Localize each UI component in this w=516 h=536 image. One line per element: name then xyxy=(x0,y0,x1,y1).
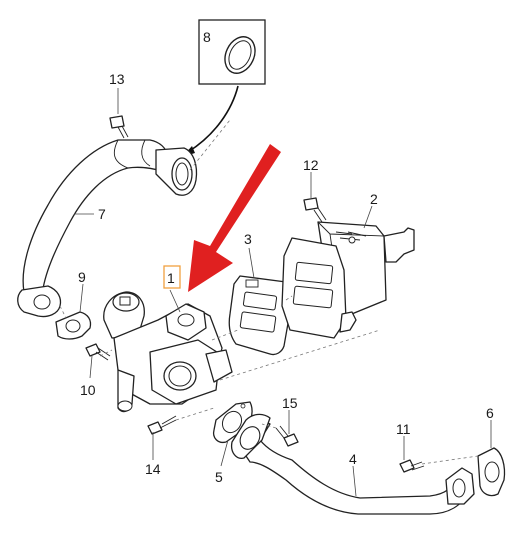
callout-10: 10 xyxy=(80,382,96,398)
callout-13: 13 xyxy=(109,71,125,87)
part-7-upper-pipe xyxy=(17,139,198,318)
red-arrow-icon xyxy=(188,144,281,292)
part-1-egr-valve xyxy=(103,291,233,413)
callout-5: 5 xyxy=(215,469,223,485)
assembly-lines xyxy=(59,119,479,465)
bolt-10 xyxy=(85,343,111,361)
callout-15: 15 xyxy=(282,395,298,411)
callout-9: 9 xyxy=(78,269,86,285)
part-2-egr-cooler xyxy=(281,221,415,339)
callout-14: 14 xyxy=(145,461,161,477)
callout-4: 4 xyxy=(349,451,357,467)
part-3-gasket xyxy=(228,275,292,356)
part-5-gasket xyxy=(212,401,253,444)
bolt-14 xyxy=(147,415,177,435)
callout-1-highlight xyxy=(163,265,181,289)
callout-2: 2 xyxy=(370,191,378,207)
callout-8: 8 xyxy=(203,29,211,45)
bolt-13 xyxy=(109,115,129,139)
bolt-11 xyxy=(399,459,425,473)
callout-11: 11 xyxy=(396,421,411,437)
part-4-lower-pipe xyxy=(230,413,475,515)
leader-lines xyxy=(74,88,492,497)
callout-12: 12 xyxy=(303,157,319,173)
callout-1: 1 xyxy=(167,270,175,286)
part-9-gasket xyxy=(55,311,92,340)
callout-3: 3 xyxy=(244,231,252,247)
callout-labels: 8 13 12 2 7 3 1 9 10 15 6 11 4 14 5 xyxy=(78,29,494,485)
bolt-12 xyxy=(303,197,327,223)
callout-7: 7 xyxy=(98,206,106,222)
bolt-15 xyxy=(275,425,299,447)
callout-6: 6 xyxy=(486,405,494,421)
part-8-inset xyxy=(182,19,266,157)
part-6-gasket xyxy=(477,447,506,497)
